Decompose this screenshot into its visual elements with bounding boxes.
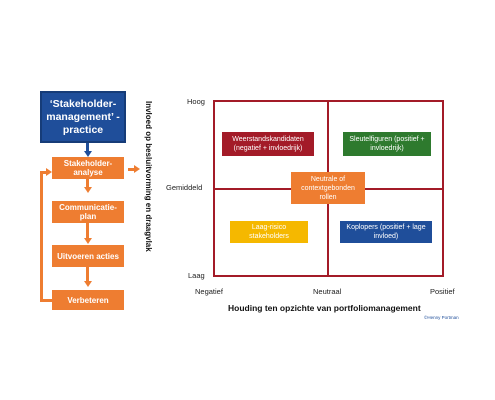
y-tick-laag: Laag bbox=[188, 271, 205, 280]
step-uitvoeren-acties: Uitvoeren acties bbox=[52, 245, 124, 267]
loop-arrow-head bbox=[46, 168, 52, 176]
step2-arrow-stem bbox=[86, 223, 89, 239]
step-stakeholder-analyse: Stakeholder-analyse bbox=[52, 157, 124, 179]
x-tick-negatief: Negatief bbox=[195, 287, 223, 296]
quadrant-koplopers: Koplopers (positief + lage invloed) bbox=[340, 221, 432, 243]
y-tick-hoog: Hoog bbox=[187, 97, 205, 106]
step1-arrow-head bbox=[83, 187, 92, 193]
loop-bottom bbox=[40, 299, 52, 302]
practice-title: ‘Stakeholder-management’ -practice bbox=[46, 97, 120, 136]
step2-arrow-head bbox=[83, 238, 92, 244]
title-arrow-stem bbox=[86, 143, 89, 152]
credit-text: ©Henny Portman bbox=[424, 315, 459, 320]
quadrant-laag-risico: Laag-risico stakeholders bbox=[230, 221, 308, 243]
quadrant-sleutelfiguren: Sleutelfiguren (positief + invloedrijk) bbox=[343, 132, 431, 156]
quadrant-weerstandskandidaten: Weerstandskandidaten (negatief + invloed… bbox=[222, 132, 314, 156]
x-tick-positief: Positief bbox=[430, 287, 455, 296]
link-arrow-head bbox=[134, 165, 140, 173]
quadrant-neutrale-rollen: Neutrale of contextgebonden rollen bbox=[291, 172, 365, 204]
step-communicatieplan: Communicatie-plan bbox=[52, 201, 124, 223]
y-tick-gemiddeld: Gemiddeld bbox=[166, 183, 203, 192]
loop-vertical bbox=[40, 171, 43, 302]
practice-title-box: ‘Stakeholder-management’ -practice bbox=[40, 91, 126, 143]
step-verbeteren: Verbeteren bbox=[52, 290, 124, 310]
link-arrow-stem bbox=[128, 168, 135, 171]
step3-arrow-head bbox=[83, 281, 92, 287]
loop-top bbox=[40, 171, 47, 174]
x-axis-label: Houding ten opzichte van portfoliomanage… bbox=[228, 303, 421, 313]
x-tick-neutraal: Neutraal bbox=[313, 287, 342, 296]
step3-arrow-stem bbox=[86, 267, 89, 282]
step1-arrow-stem bbox=[86, 179, 89, 188]
y-axis-label: Invloed op besluitvorming en draagvlak bbox=[144, 101, 153, 252]
title-arrow-head bbox=[83, 151, 92, 157]
